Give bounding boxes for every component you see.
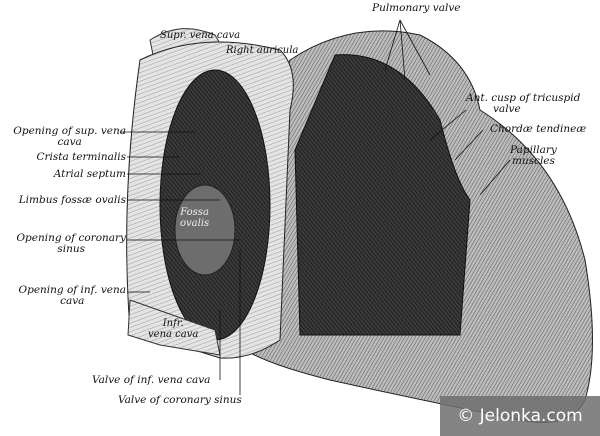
label-limbus-fossae-ovalis: Limbus fossæ ovalis: [18, 194, 126, 206]
label-valve-coronary-sinus: Valve of coronary sinus: [118, 394, 242, 406]
label-line: Papillary: [510, 144, 557, 156]
label-line: vena cava: [148, 329, 199, 340]
label-line: cava: [60, 295, 85, 307]
label-crista-terminalis: Crista terminalis: [36, 151, 126, 163]
label-line: cava: [57, 136, 82, 148]
label-chordae-tendineae: Chordæ tendineæ: [490, 123, 587, 135]
label-opening-coronary-sinus: Opening of coronary sinus: [16, 233, 126, 255]
label-ant-cusp-tricuspid-valve: Ant. cusp of tricuspid valve: [466, 93, 580, 115]
label-line: Opening of coronary: [16, 232, 126, 244]
label-right-auricula: Right auricula: [226, 45, 299, 56]
label-line: sinus: [57, 243, 86, 255]
label-line: valve: [493, 103, 521, 115]
label-line: Opening of inf. vena: [18, 284, 126, 296]
inferior-vena-cava: [127, 299, 221, 356]
label-fossa-ovalis: Fossa ovalis: [180, 207, 209, 229]
leader-lines: [120, 19, 511, 395]
label-pulmonary-valve: Pulmonary valve: [372, 2, 461, 14]
label-valve-inf-vena-cava: Valve of inf. vena cava: [92, 374, 211, 386]
label-opening-sup-vena-cava: Opening of sup. vena cava: [13, 126, 126, 148]
label-line: Opening of sup. vena: [13, 125, 126, 137]
label-papillary-muscles: Papillary muscles: [510, 145, 557, 167]
label-line: Fossa: [180, 207, 209, 218]
label-line: Ant. cusp of tricuspid: [466, 92, 581, 104]
label-atrial-septum: Atrial septum: [53, 168, 126, 180]
ventricle-cavity: [294, 54, 471, 336]
label-line: muscles: [511, 155, 555, 167]
label-supr-vena-cava: Supr. vena cava: [160, 30, 241, 41]
watermark: © Jelonka.com: [440, 396, 600, 436]
fossa-ovalis-shape: [174, 184, 236, 276]
label-line: ovalis: [180, 218, 210, 229]
label-opening-inf-vena-cava: Opening of inf. vena cava: [18, 285, 126, 307]
label-line: Infr.: [162, 318, 184, 329]
label-infr-vena-cava: Infr. vena cava: [148, 318, 198, 340]
